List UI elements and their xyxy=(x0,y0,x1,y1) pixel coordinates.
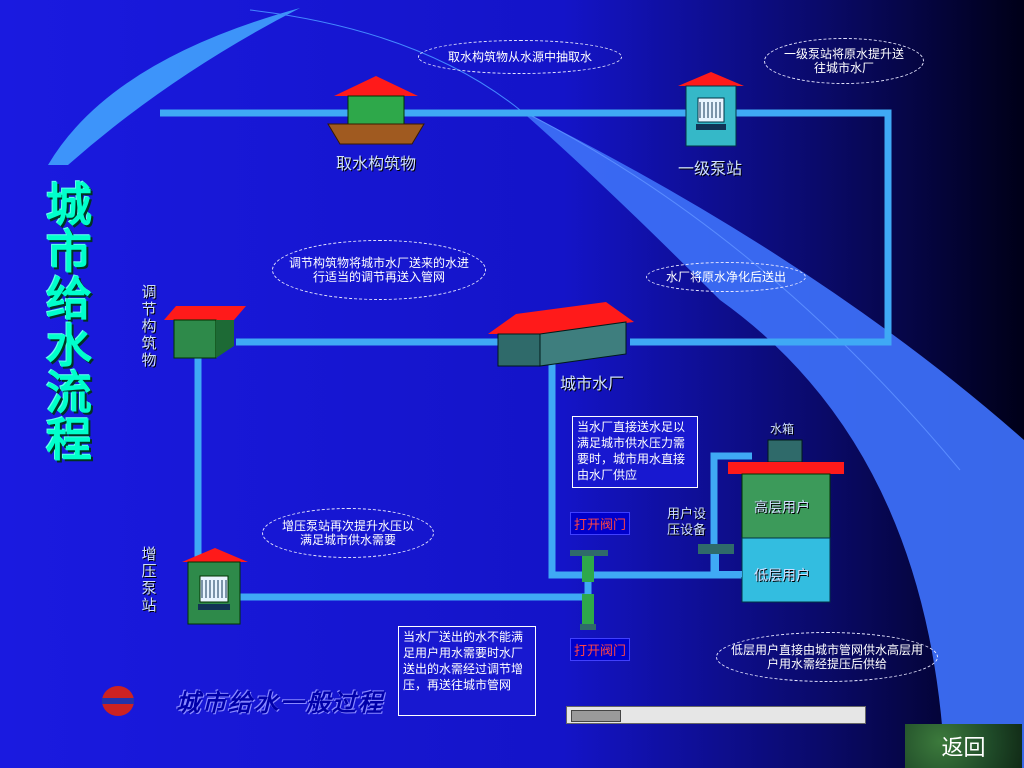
booster-station-icon xyxy=(182,548,248,625)
title-char: 给 xyxy=(46,272,92,326)
user-pressure-label: 用户设压设备 xyxy=(667,507,707,538)
pipe-to-tank xyxy=(710,452,752,575)
low-users-label: 低层用户 xyxy=(754,568,810,584)
bubble-intake: 取水构筑物从水源中抽取水 xyxy=(418,40,622,74)
open-valve-button-lower[interactable]: 打开阀门 xyxy=(570,638,631,661)
bubble-regulating: 调节构筑物将城市水厂送来的水进行适当的调节再送入管网 xyxy=(272,240,486,300)
intake-label: 取水构筑物 xyxy=(336,154,417,173)
swoosh-edge xyxy=(519,109,961,471)
booster-label: 增压泵站 xyxy=(141,545,157,614)
valve-fixture-icon xyxy=(570,550,608,630)
tank-label: 水箱 xyxy=(770,422,795,436)
page-title: 城 市 给 水 流 程 xyxy=(34,182,104,464)
bubble-users: 低层用户直接由城市管网供水高层用户用水需经提压后供给 xyxy=(716,632,938,682)
title-char: 城 xyxy=(46,178,92,232)
title-char: 程 xyxy=(46,413,92,467)
logo-icon xyxy=(102,686,134,716)
player-thumb[interactable] xyxy=(571,710,621,722)
title-char: 水 xyxy=(46,319,92,373)
note-direct-supply: 当水厂直接送水足以满足城市供水压力需要时，城市用水直接由水厂供应 xyxy=(572,416,698,488)
intake-structure-icon xyxy=(327,76,425,145)
swoosh-top-left xyxy=(48,8,300,165)
bubble-plant: 水厂将原水净化后送出 xyxy=(646,262,806,292)
bubble-pump1: 一级泵站将原水提升送往城市水厂 xyxy=(764,38,924,84)
back-button[interactable]: 返回 xyxy=(905,724,1022,768)
pipe-booster-users xyxy=(246,571,742,601)
high-users-label: 高层用户 xyxy=(754,500,810,516)
footer-caption: 城市给水一般过程 xyxy=(176,688,384,717)
water-plant-icon xyxy=(488,302,634,367)
title-char: 流 xyxy=(46,366,92,420)
pipe-plant-down xyxy=(548,362,590,579)
pump-station-1-label: 一级泵站 xyxy=(678,159,743,178)
user-building-icon xyxy=(698,439,844,603)
bubble-booster: 增压泵站再次提升水压以满足城市供水需要 xyxy=(262,508,434,558)
swoosh-line-top xyxy=(249,9,521,111)
title-char: 市 xyxy=(46,225,92,279)
pipe-intake-pump1 xyxy=(160,109,892,346)
regulating-label: 调节构筑物 xyxy=(141,283,157,369)
open-valve-button-upper[interactable]: 打开阀门 xyxy=(570,512,631,535)
water-plant-label: 城市水厂 xyxy=(560,374,625,393)
player-bar[interactable] xyxy=(566,706,866,724)
swoosh-bottom-right xyxy=(520,110,1024,768)
pump-station-1-icon xyxy=(678,72,744,147)
note-indirect-supply: 当水厂送出的水不能满足用户用水需要时水厂送出的水需经过调节增压，再送往城市管网 xyxy=(398,626,536,716)
regulating-structure-icon xyxy=(164,306,246,359)
